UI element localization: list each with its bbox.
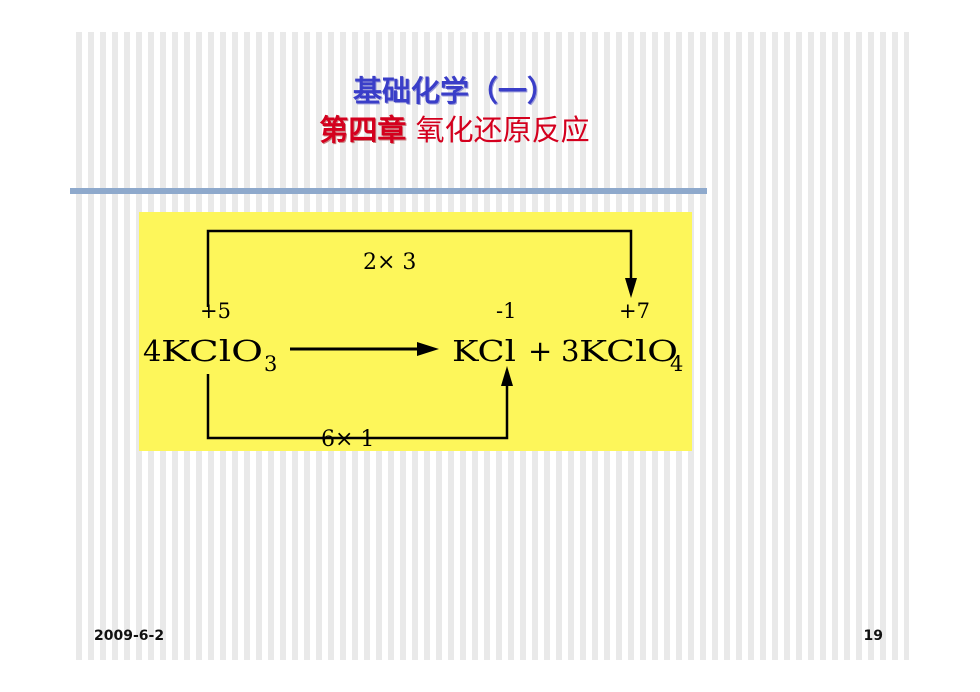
reactant-formula: KClO xyxy=(161,334,263,368)
top-electron-transfer-label: 2× 3 xyxy=(363,250,416,275)
product2-subscript: 4 xyxy=(670,352,683,376)
page-number: 19 xyxy=(863,628,883,644)
slide: 基础化学（一） 第四章 氧化还原反应 2× 3 +5 -1 +7 4 KClO … xyxy=(70,32,909,660)
bottom-transfer-line xyxy=(206,374,509,440)
chapter-topic: 氧化还原反应 xyxy=(415,113,590,147)
title-divider xyxy=(70,188,707,194)
ox-state-kcl-cl: -1 xyxy=(496,299,516,323)
redox-equation-box: 2× 3 +5 -1 +7 4 KClO 3 KCl + 3 KClO 4 6×… xyxy=(139,212,692,451)
bottom-electron-transfer-label: 6× 1 xyxy=(321,427,374,451)
reactant-coefficient: 4 xyxy=(143,334,161,368)
ox-state-reactant-cl: +5 xyxy=(200,299,231,323)
course-title: 基础化学（一） xyxy=(352,74,556,108)
footer-date: 2009-6-2 xyxy=(94,628,165,644)
reaction-arrowhead xyxy=(417,342,439,356)
chapter-title: 第四章 氧化还原反应 xyxy=(0,110,909,150)
chapter-number: 第四章 xyxy=(319,113,407,147)
ox-state-kclo4-cl: +7 xyxy=(619,299,650,323)
plus-sign: + xyxy=(528,334,552,368)
bottom-transfer-arrowhead xyxy=(501,366,513,386)
top-transfer-arrowhead xyxy=(625,278,637,298)
product2-formula: KClO xyxy=(579,334,678,368)
redox-equation-diagram: 2× 3 +5 -1 +7 4 KClO 3 KCl + 3 KClO 4 6×… xyxy=(143,229,683,451)
top-transfer-line xyxy=(206,229,633,307)
product1-formula: KCl xyxy=(452,334,516,368)
reactant-subscript: 3 xyxy=(264,352,277,376)
title-block: 基础化学（一） 第四章 氧化还原反应 xyxy=(70,72,909,150)
product2-coefficient: 3 xyxy=(561,334,579,368)
